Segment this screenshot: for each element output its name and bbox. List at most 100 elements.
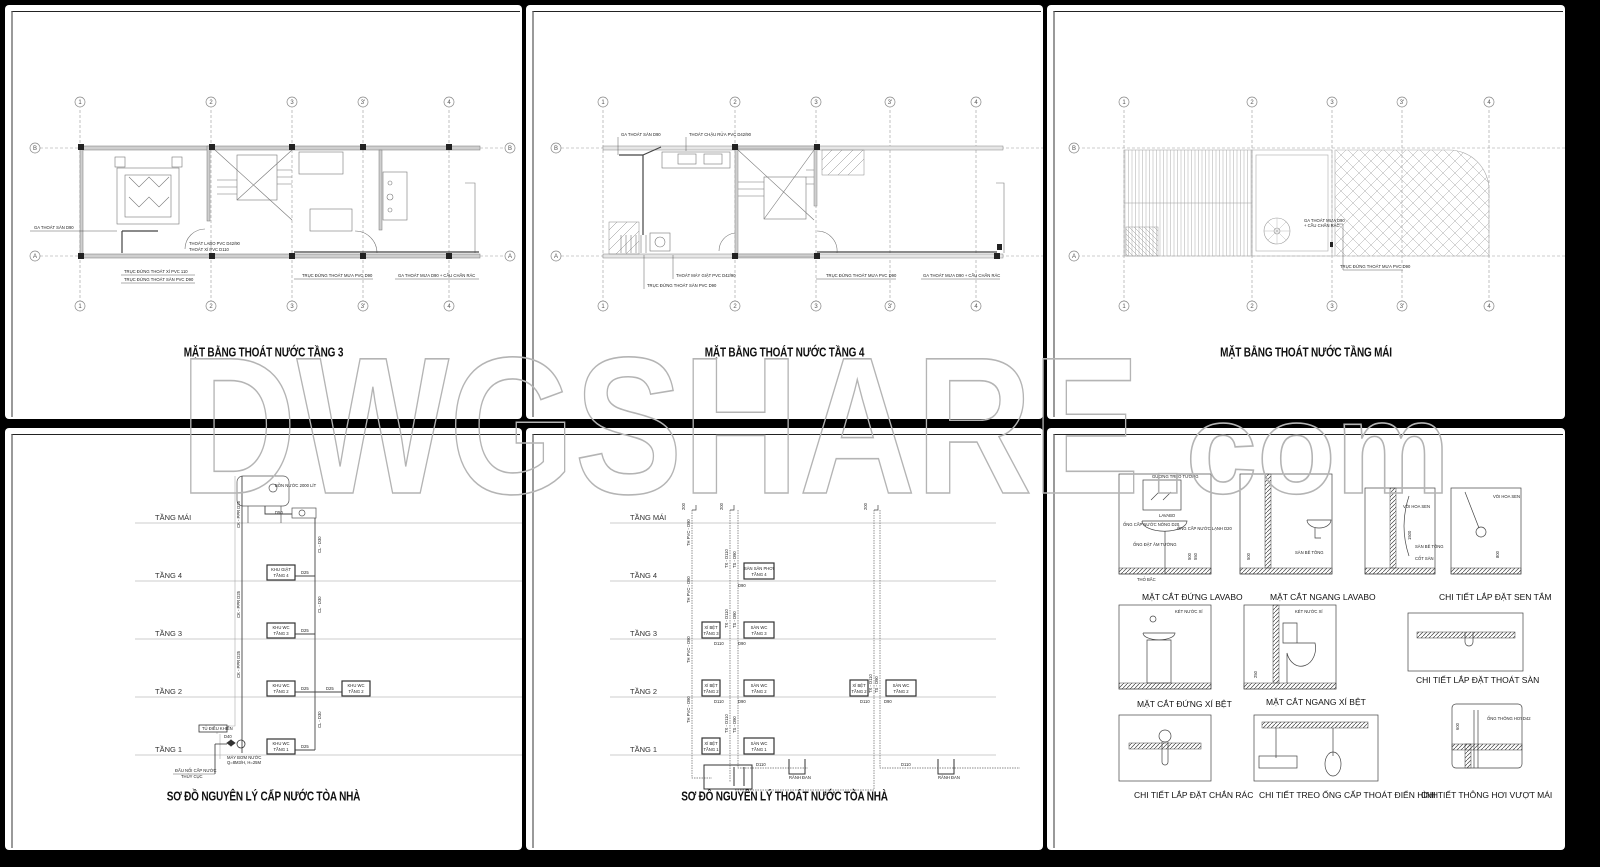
panel-installation-details[interactable]: GƯƠNG TREO TƯỜNG LAVABO ỐNG CẤP NƯỚC NÓN…	[1047, 428, 1565, 850]
detail-caption: MẶT CẮT NGANG LAVABO	[1270, 592, 1376, 602]
manholes	[788, 759, 955, 775]
dimension: 500	[1246, 552, 1251, 560]
plan-annotations: GA THOÁT MƯA D90 + CẦU CHẮN RÁC TRỤC ĐỨN…	[1304, 218, 1411, 271]
dimension: 500	[1187, 552, 1192, 560]
axis-label: 4	[974, 304, 978, 310]
dimension: 550	[1193, 552, 1198, 560]
pipe-label: TX - D110	[724, 714, 729, 733]
level-label: TẦNG 4	[155, 570, 182, 580]
label-floor-stack: TRỤC ĐỨNG THOÁT SÀN PVC D90	[124, 277, 194, 282]
note: ỐNG CẤP NƯỚC NÓNG D20	[1123, 522, 1180, 527]
box-label: XÍ BỆT	[704, 683, 718, 688]
panel-floor4-plan[interactable]: 1 2 3 3' 4 1 2 3 3' 4 B A	[526, 5, 1043, 419]
box-label: TẦNG 3	[751, 631, 767, 636]
panel-floor3-plan[interactable]: 1 2 3 3' 4 1 2 3 3' 4 B A B A	[5, 5, 522, 419]
manhole-label: RÃNH ĐAN	[789, 775, 811, 780]
pump-spec: Q=8M3/H, H=25M	[227, 760, 261, 765]
dimension: 800	[1495, 550, 1500, 558]
box-label: KHU WC	[348, 683, 365, 688]
label-rain-stack: TRỤC ĐỨNG THOÁT MƯA PVC D90	[826, 273, 897, 278]
panel-title: MẶT BẰNG THOÁT NƯỚC TẦNG 4	[704, 346, 865, 361]
box-label: XÍ BỆT	[704, 625, 718, 630]
control-cable	[216, 476, 236, 759]
axis-label: 3'	[888, 304, 892, 310]
note: VÒI HOA SEN	[1403, 504, 1430, 509]
box-label: XÍ BỆT	[704, 741, 718, 746]
axis-label: 3	[290, 100, 294, 106]
drain-stacks	[691, 510, 1020, 791]
box-label: KHU GIẶT	[271, 567, 291, 572]
pipe-label: CK - PPR D25	[236, 500, 241, 528]
slab-hatching	[1118, 473, 1523, 769]
inlet-label-2: THỦY CỤC	[181, 774, 203, 779]
columns	[78, 144, 452, 259]
panel-roof-plan[interactable]: 1 2 3 3' 4 1 2 3 3' 4 B A	[1047, 5, 1565, 419]
panel-title: SƠ ĐỒ NGUYÊN LÝ THOÁT NƯỚC TÒA NHÀ	[681, 790, 888, 805]
panel-frame	[532, 434, 1041, 848]
panel-drainage-schematic[interactable]: TẦNG MÁI TẦNG 4 TẦNG 3 TẦNG 2 TẦNG 1	[526, 428, 1043, 850]
label-floor-drain: GA THOÁT SÀN D90	[34, 225, 74, 230]
drain-pipes	[619, 146, 997, 253]
box-label: SÀN WC	[751, 683, 768, 688]
axis-label: 1	[78, 100, 82, 106]
pipe-label: D90	[738, 699, 746, 704]
axis-label: B	[1072, 146, 1076, 152]
detail-caption: CHI TIẾT LẮP ĐẶT THOÁT SÀN	[1416, 675, 1540, 685]
hatched-areas	[608, 149, 865, 255]
note: KÉT NƯỚC XÍ	[1295, 609, 1323, 614]
label-sink-drain: THOÁT CHẬU RỬA PVC D42/90	[689, 132, 752, 137]
panel-frame	[1053, 434, 1563, 848]
axis-label: 4	[447, 100, 451, 106]
pipe-label: D110	[756, 762, 766, 767]
box-label: TẦNG 4	[273, 573, 289, 578]
pipe-label: D25	[301, 570, 309, 575]
label-floor-stack: TRỤC ĐỨNG THOÁT SÀN PVC D90	[647, 283, 717, 288]
pipe-label: TH PVC - D90	[686, 636, 691, 663]
axis-label: 4	[447, 304, 451, 310]
wc-fixtures	[184, 151, 476, 254]
plan-annotations: GA THOÁT SÀN D90 THOÁT CHẬU RỬA PVC D42/…	[617, 132, 1000, 289]
roof-surfaces	[1123, 149, 1490, 257]
pipe-label: CL - D30	[317, 536, 322, 553]
box-label: TẦNG 2	[851, 689, 867, 694]
axis-bubbles	[1068, 96, 1495, 312]
note: SÀN BÊ TÔNG	[1415, 544, 1444, 549]
level-label: TẦNG 3	[155, 628, 182, 638]
bed-furniture	[114, 156, 183, 225]
axis-bubbles	[550, 96, 982, 312]
axis-label: 2	[733, 304, 737, 310]
vent-caps	[692, 505, 879, 511]
pipe-label: TX - D110	[724, 549, 729, 568]
level-label: TẦNG 2	[630, 686, 657, 696]
pipe-label: TS - D90	[732, 716, 737, 733]
axis-label: 3	[814, 100, 818, 106]
label-rain-drain: GA THOÁT MƯA D90 + CẦU CHẮN RÁC	[398, 273, 475, 278]
pipe-label: TH PVC - D90	[686, 696, 691, 723]
floor4-plan-drawing: 1 2 3 3' 4 1 2 3 3' 4 B A	[550, 96, 1043, 312]
axis-label: B	[508, 146, 512, 152]
pipe-label: D110	[860, 699, 870, 704]
detail-caption: CHI TIẾT THÔNG HƠI VƯỢT MÁI	[1421, 790, 1553, 800]
axis-label: 3'	[888, 100, 892, 106]
staircase	[214, 149, 293, 221]
panel-water-supply-schematic[interactable]: TẦNG MÁI TẦNG 4 TẦNG 3 TẦNG 2 TẦNG 1 BỒN…	[5, 428, 522, 850]
note: ỐNG THÔNG HƠI D42	[1487, 716, 1531, 721]
axis-label: 3	[290, 304, 294, 310]
axis-label: 1	[1122, 100, 1126, 106]
axis-label: 2	[1250, 304, 1254, 310]
roof-plan-drawing: 1 2 3 3' 4 1 2 3 3' 4 B A	[1068, 96, 1565, 312]
detail-caption: CHI TIẾT TREO ỐNG CẤP THOÁT ĐIỂN HÌNH	[1259, 790, 1439, 800]
level-label: TẦNG MÁI	[155, 512, 191, 522]
fixture-boxes	[701, 562, 917, 755]
label-rain-stack: TRỤC ĐỨNG THOÁT MƯA PVC D90	[1340, 264, 1411, 269]
level-label: TẦNG 4	[630, 570, 657, 580]
axis-label: 4	[1487, 304, 1491, 310]
fixtures	[1141, 479, 1487, 777]
axis-label: 1	[78, 304, 82, 310]
panel-title: MẶT BẰNG THOÁT NƯỚC TẦNG MÁI	[1220, 346, 1392, 361]
box-label: TẦNG 1	[703, 747, 719, 752]
pipe-label: D50	[275, 510, 283, 515]
box-label: KHU WC	[273, 625, 290, 630]
note: VÒI HOA SEN	[1493, 494, 1520, 499]
controller-box	[198, 724, 228, 733]
